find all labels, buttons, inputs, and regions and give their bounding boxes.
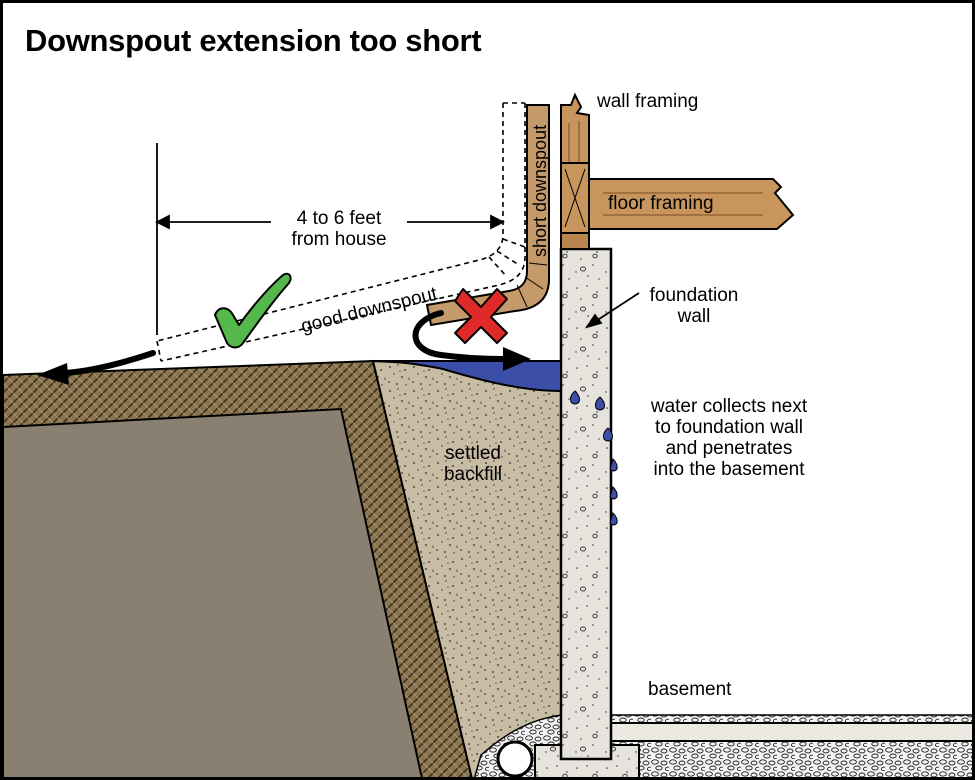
wall-framing-label: wall framing bbox=[597, 91, 699, 112]
check-mark-icon bbox=[214, 272, 292, 349]
distance-dimension bbox=[154, 143, 506, 335]
water-label-line1: water collects next bbox=[650, 396, 808, 417]
water-label-line4: into the basement bbox=[653, 459, 805, 480]
settled-backfill-label-line1: settled bbox=[445, 443, 501, 464]
distance-label-line1: 4 to 6 feet bbox=[296, 208, 382, 229]
x-mark-icon bbox=[454, 288, 508, 344]
flow-arrow-heads bbox=[37, 347, 531, 385]
foundation-wall-label-line1: foundation bbox=[649, 285, 739, 306]
floor-framing bbox=[588, 178, 795, 230]
basement-slab bbox=[607, 722, 972, 742]
diagram-canvas bbox=[3, 92, 972, 777]
water-label-line3: and penetrates bbox=[665, 438, 793, 459]
water-flow-arrow-icon bbox=[62, 310, 506, 376]
short-downspout bbox=[425, 104, 550, 327]
water-label-line2: to foundation wall bbox=[655, 417, 803, 438]
pooled-water bbox=[372, 360, 562, 393]
distance-label-line2: from house bbox=[291, 229, 387, 250]
foundation-wall-label-line2: wall bbox=[677, 306, 711, 327]
sill-plate bbox=[560, 162, 590, 250]
diagram-title: Downspout extension too short bbox=[25, 23, 482, 58]
drainage-pipe-icon bbox=[496, 740, 534, 777]
settled-backfill-label-line2: backfill bbox=[443, 464, 503, 485]
short-downspout-label: short downspout bbox=[530, 124, 550, 257]
water-drops bbox=[570, 390, 618, 526]
good-downspout bbox=[156, 102, 526, 362]
basement-label: basement bbox=[648, 679, 732, 700]
undisturbed-soil bbox=[3, 407, 423, 777]
foundation-wall bbox=[559, 247, 613, 761]
foundation-leader bbox=[584, 292, 640, 329]
floor-framing-label: floor framing bbox=[608, 193, 714, 214]
